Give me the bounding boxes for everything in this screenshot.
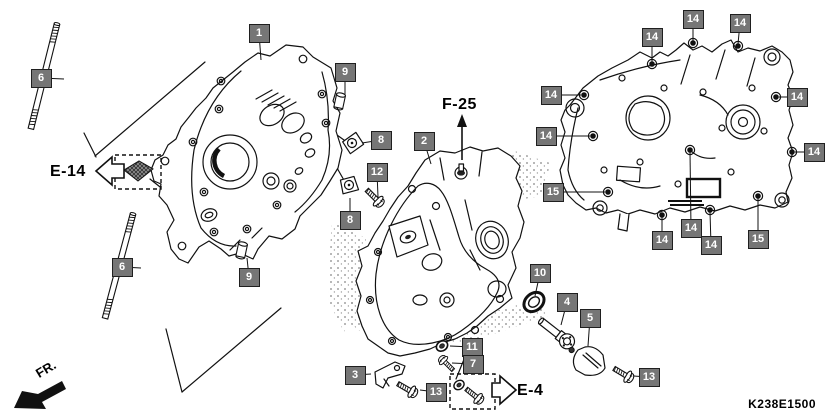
callout-6[interactable]: 6 xyxy=(111,257,133,277)
callout-14[interactable]: 14 xyxy=(803,142,825,162)
callout-5[interactable]: 5 xyxy=(579,308,601,328)
callout-3[interactable]: 3 xyxy=(344,365,366,385)
callout-14[interactable]: 14 xyxy=(651,230,673,250)
part-7-bolt xyxy=(435,352,458,375)
part-13-bolt-left xyxy=(394,377,421,401)
part-8-cap-lower xyxy=(339,175,360,195)
callout-9[interactable]: 9 xyxy=(238,267,260,287)
callout-4[interactable]: 4 xyxy=(556,292,578,312)
e4-arrow-icon xyxy=(491,374,518,406)
part-13-bolt-right xyxy=(610,362,637,386)
callout-15[interactable]: 15 xyxy=(542,182,564,202)
callout-14[interactable]: 14 xyxy=(682,9,704,29)
callout-8[interactable]: 8 xyxy=(370,130,392,150)
front-direction-arrow-icon xyxy=(14,381,66,409)
crankcase-left-half-drawing xyxy=(150,44,343,264)
f25-label: F-25 xyxy=(442,96,477,113)
callout-9[interactable]: 9 xyxy=(334,62,356,82)
part-10-oil-seal xyxy=(522,290,546,314)
callout-13[interactable]: 13 xyxy=(638,367,660,387)
callout-7[interactable]: 7 xyxy=(462,354,484,374)
callout-14[interactable]: 14 xyxy=(540,85,562,105)
e4-reference-group xyxy=(449,373,518,410)
callout-2[interactable]: 2 xyxy=(413,131,435,151)
callout-14[interactable]: 14 xyxy=(641,27,663,47)
callout-14[interactable]: 14 xyxy=(729,13,751,33)
callout-1[interactable]: 1 xyxy=(248,23,270,43)
callout-14[interactable]: 14 xyxy=(786,87,808,107)
crankcase-right-half-inner-drawing xyxy=(355,146,525,357)
part-3-stay xyxy=(374,361,406,389)
part-12-bolt xyxy=(361,184,388,211)
callout-6[interactable]: 6 xyxy=(30,68,52,88)
callout-14[interactable]: 14 xyxy=(700,235,722,255)
crankcase-bolt-view-drawing xyxy=(559,37,798,232)
callout-13[interactable]: 13 xyxy=(425,382,447,402)
callout-10[interactable]: 10 xyxy=(529,263,551,283)
callout-15[interactable]: 15 xyxy=(747,229,769,249)
part-8-cap-upper xyxy=(342,131,365,155)
e14-reference-group xyxy=(94,154,162,190)
sealant-patch xyxy=(123,160,154,182)
part-4-spindle xyxy=(537,317,576,354)
callout-8[interactable]: 8 xyxy=(339,210,361,230)
callout-14[interactable]: 14 xyxy=(535,126,557,146)
f25-arrow-icon xyxy=(457,114,467,160)
e4-label: E-4 xyxy=(517,382,544,399)
part-5-holder xyxy=(572,346,606,376)
e14-arrow-icon xyxy=(94,155,125,187)
callout-14[interactable]: 14 xyxy=(680,218,702,238)
callout-leader-14 xyxy=(689,151,692,229)
bolt-holes xyxy=(578,37,798,221)
callout-12[interactable]: 12 xyxy=(366,162,388,182)
diagram-part-code: K238E1500 xyxy=(748,397,816,411)
e14-label: E-14 xyxy=(50,163,86,180)
